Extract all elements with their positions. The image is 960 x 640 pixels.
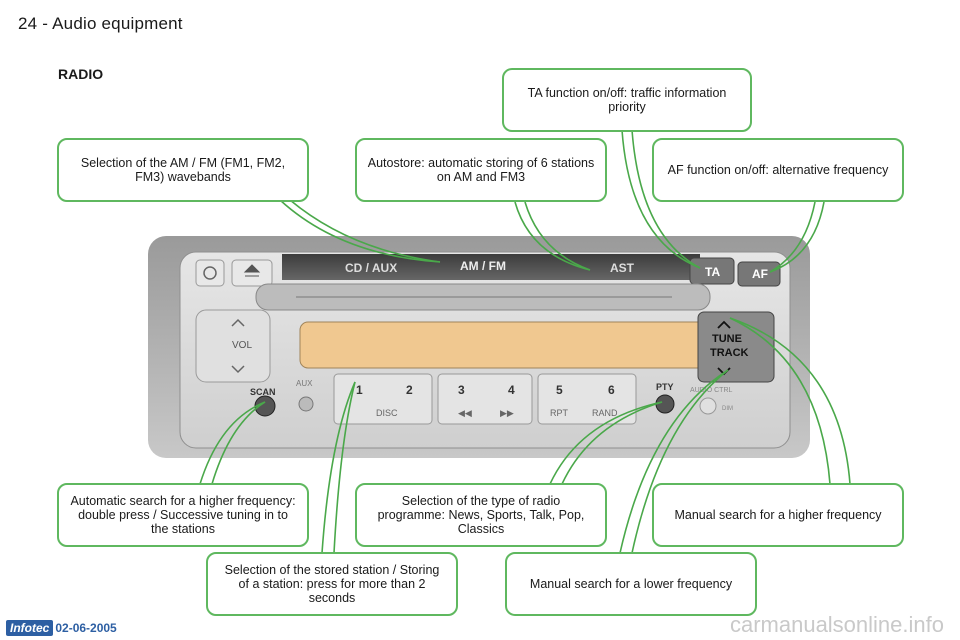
aux-jack — [298, 396, 314, 412]
disc-label: DISC — [376, 408, 398, 418]
section-title: RADIO — [58, 66, 104, 82]
lcd-display — [299, 321, 713, 369]
vol-label: VOL — [232, 340, 252, 351]
callout-autostore: Autostore: automatic storing of 6 statio… — [355, 138, 607, 202]
power-icon — [203, 266, 217, 280]
preset-3: 3 — [458, 383, 465, 397]
header-separator: - — [42, 14, 49, 33]
ta-button[interactable] — [689, 257, 735, 285]
volume-rocker[interactable] — [195, 309, 271, 383]
preset-6: 6 — [608, 383, 615, 397]
scan-label: SCAN — [250, 387, 276, 397]
footer: Infotec 02-06-2005 — [6, 620, 117, 636]
infotec-logo: Infotec — [6, 620, 54, 636]
eject-button[interactable] — [231, 259, 273, 287]
ta-label: TA — [705, 265, 720, 279]
callout-scan: Automatic search for a higher frequency:… — [57, 483, 309, 547]
tune-label: TUNE — [712, 333, 742, 345]
preset-4: 4 — [508, 383, 515, 397]
leader-autostore — [514, 201, 591, 271]
fast-forward-icon: ▶▶ — [500, 408, 514, 418]
eject-icon — [243, 264, 261, 277]
page-title: Audio equipment — [52, 14, 183, 33]
page-header: 24 - Audio equipment — [18, 14, 183, 34]
preset-3-4-button[interactable] — [437, 373, 533, 425]
callout-tune-up: Manual search for a higher frequency — [652, 483, 904, 547]
dim-label: DIM — [722, 406, 733, 412]
leader-af — [769, 201, 816, 273]
callout-pty: Selection of the type of radio programme… — [355, 483, 607, 547]
callout-ta-function: TA function on/off: traffic information … — [502, 68, 752, 132]
rpt-label: RPT — [550, 408, 569, 418]
af-button[interactable] — [737, 261, 781, 287]
preset-5-6-button[interactable] — [537, 373, 637, 425]
pty-button[interactable] — [655, 394, 675, 414]
leader-lines — [199, 129, 851, 554]
page-number: 24 — [18, 14, 38, 33]
audio-ctrl-label: AUDIO CTRL — [690, 387, 733, 394]
am-fm-button[interactable]: AM / FM — [460, 259, 506, 273]
leader-tune-up — [729, 317, 831, 485]
leader-tune-down — [619, 369, 729, 554]
leader-band — [279, 199, 441, 263]
callout-band-selection: Selection of the AM / FM (FM1, FM2, FM3)… — [57, 138, 309, 202]
pty-label: PTY — [656, 382, 674, 392]
preset-5: 5 — [556, 383, 563, 397]
preset-1: 1 — [356, 383, 363, 397]
aux-label: AUX — [296, 379, 313, 388]
leader-preset — [321, 381, 356, 554]
callout-tune-down: Manual search for a lower frequency — [505, 552, 757, 616]
power-button[interactable] — [195, 259, 225, 287]
rand-label: RAND — [592, 408, 618, 418]
rewind-icon: ◀◀ — [458, 408, 472, 418]
cd-aux-button[interactable]: CD / AUX — [345, 261, 397, 275]
af-label: AF — [752, 267, 768, 281]
leader-pty — [549, 401, 663, 485]
callout-preset: Selection of the stored station / Storin… — [206, 552, 458, 616]
preset-1-2-button[interactable] — [333, 373, 433, 425]
leader-scan — [199, 401, 266, 485]
preset-2: 2 — [406, 383, 413, 397]
leader-ta — [621, 129, 701, 269]
audio-ctrl-knob[interactable] — [699, 397, 717, 415]
top-button-strip — [282, 254, 700, 280]
track-label: TRACK — [710, 347, 749, 359]
callout-af-function: AF function on/off: alternative frequenc… — [652, 138, 904, 202]
vol-chevrons-icon — [231, 318, 245, 374]
footer-date: 02-06-2005 — [55, 621, 117, 635]
watermark: carmanualsonline.info — [729, 612, 944, 637]
ast-button[interactable]: AST — [610, 261, 635, 275]
